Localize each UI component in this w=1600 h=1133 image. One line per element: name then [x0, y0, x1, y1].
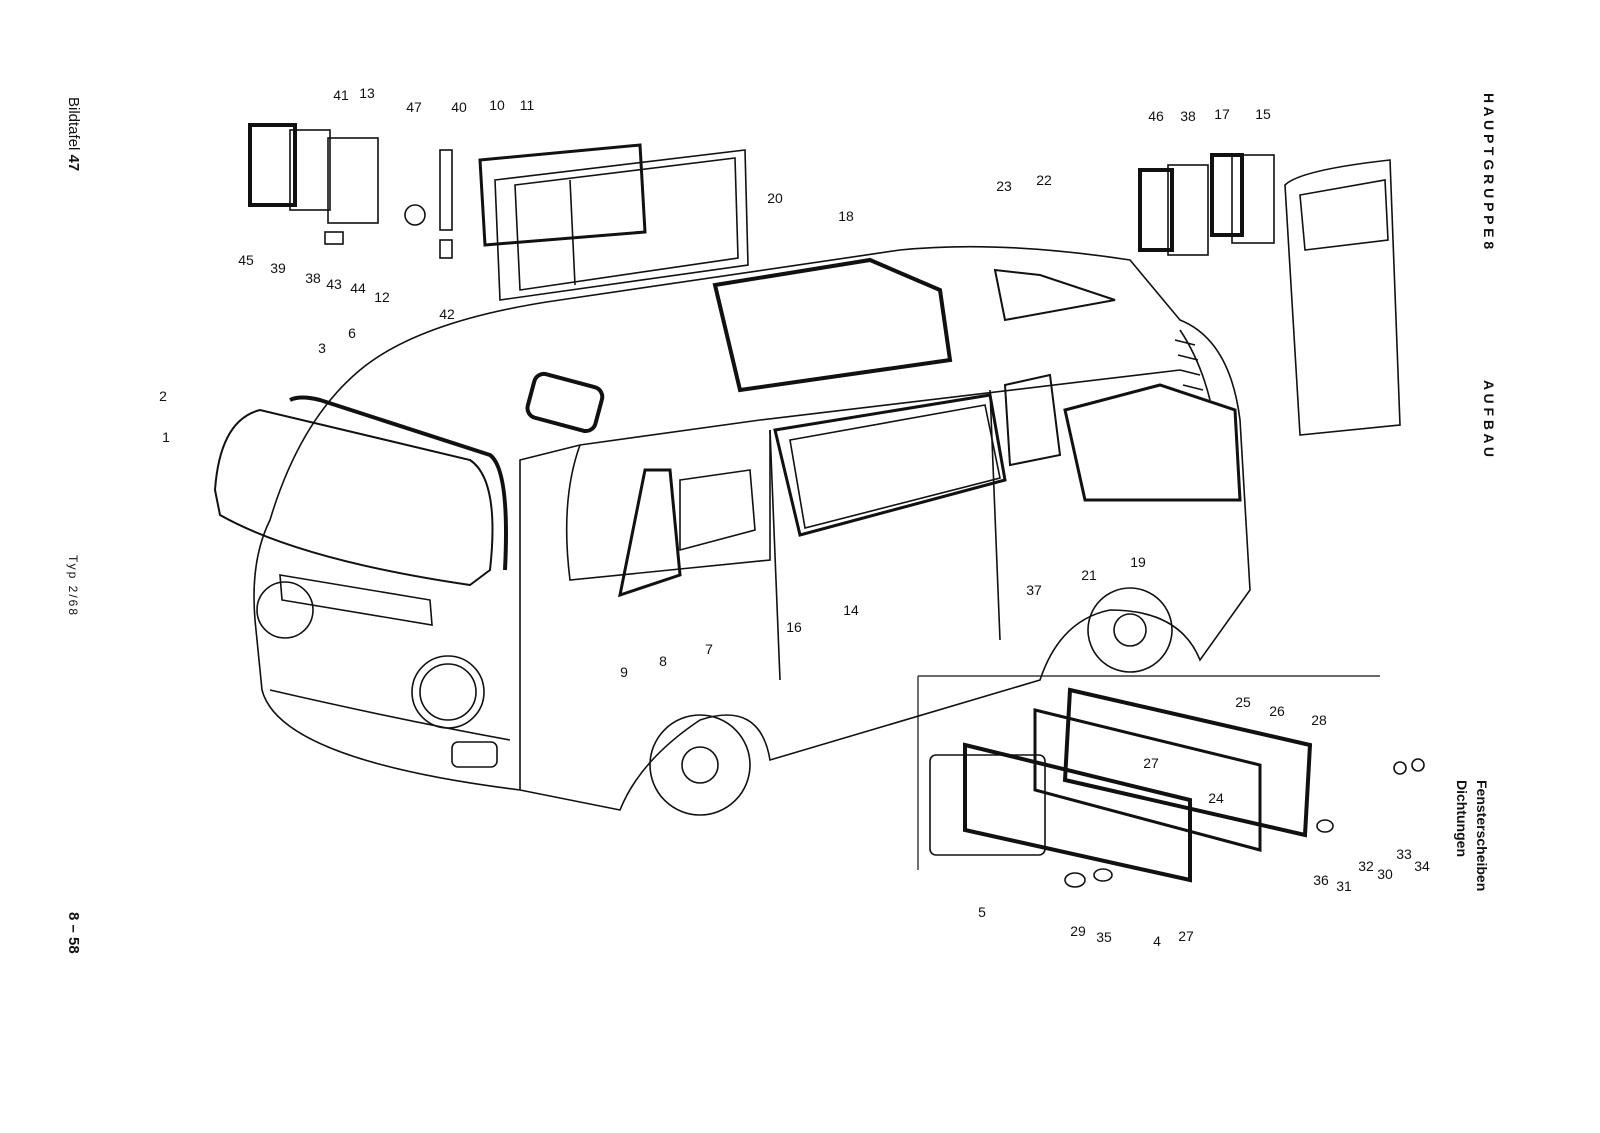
seal-46 [1138, 168, 1174, 252]
type-label: Typ 2/68 [66, 555, 80, 618]
callout-9: 9 [620, 664, 628, 681]
window-10-11 [478, 143, 647, 247]
callout-2: 2 [159, 388, 167, 405]
group-heading: H A U P T G R U P P E 8 [1481, 93, 1497, 250]
callout-19: 19 [1130, 554, 1146, 571]
windshield-1 [213, 395, 508, 587]
callout-39: 39 [270, 260, 286, 277]
glass-12 [327, 137, 379, 224]
callout-42: 42 [439, 306, 455, 323]
side-window-14 [773, 393, 1007, 537]
callout-27: 27 [1143, 755, 1159, 772]
callout-11: 11 [519, 97, 535, 114]
callout-24: 24 [1208, 790, 1224, 807]
callout-10: 10 [489, 97, 505, 114]
callout-26: 26 [1269, 703, 1285, 720]
callout-46: 46 [1148, 108, 1164, 125]
part-34 [1411, 758, 1425, 772]
frame-4 [963, 742, 1192, 883]
part-43 [324, 231, 344, 245]
door-frame [494, 149, 749, 301]
callout-31: 31 [1336, 878, 1352, 895]
glass-38 [1167, 164, 1209, 256]
callout-8: 8 [659, 653, 667, 670]
rear-door [1284, 159, 1401, 436]
callout-33: 33 [1396, 846, 1412, 863]
frame-39 [289, 129, 331, 211]
callout-14: 14 [843, 602, 859, 619]
callout-16: 16 [786, 619, 802, 636]
callout-43: 43 [326, 276, 342, 293]
sliding-glass-5 [929, 754, 1046, 856]
callout-38: 38 [1180, 108, 1196, 125]
plate-label-text: Bildtafel [65, 97, 82, 151]
part-47 [404, 204, 426, 226]
callout-28: 28 [1311, 712, 1327, 729]
section-title-1: Fensterscheiben [1474, 780, 1490, 892]
van-body-outline [253, 245, 1251, 816]
rear-side-window-19 [1063, 383, 1242, 502]
callout-1: 1 [162, 429, 170, 446]
callout-34: 34 [1414, 858, 1430, 875]
callout-20: 20 [767, 190, 783, 207]
callout-40: 40 [451, 99, 467, 116]
plate-label: Bildtafel 47 [65, 97, 82, 171]
callout-15: 15 [1255, 106, 1271, 123]
callout-22: 22 [1036, 172, 1052, 189]
seal-17 [1210, 153, 1244, 237]
seal-45 [248, 123, 297, 207]
plate-number: 47 [65, 154, 82, 172]
seal-28 [1062, 687, 1313, 838]
callout-44: 44 [350, 280, 366, 297]
callout-29: 29 [1070, 923, 1086, 940]
callout-3: 3 [318, 340, 326, 357]
part-35 [1093, 868, 1113, 882]
channel-24 [1033, 708, 1262, 852]
callout-4: 4 [1153, 933, 1161, 950]
callout-18: 18 [838, 208, 854, 225]
roof-window-3 [525, 371, 605, 434]
door-window-7 [679, 469, 756, 552]
callout-32: 32 [1358, 858, 1374, 875]
callout-25: 25 [1235, 694, 1251, 711]
section-title-2: Dichtungen [1454, 780, 1470, 857]
part-36 [1316, 819, 1334, 833]
glass-15 [1231, 154, 1275, 244]
roof-window-18 [712, 257, 953, 393]
part-29 [1064, 872, 1086, 888]
vent-window-8 [618, 468, 682, 598]
callout-17: 17 [1214, 106, 1230, 123]
callout-45: 45 [238, 252, 254, 269]
sliding-door-window-37 [1003, 373, 1062, 467]
callout-21: 21 [1081, 567, 1097, 584]
callout-38: 38 [305, 270, 321, 287]
callout-37: 37 [1026, 582, 1042, 599]
part-42 [439, 239, 453, 259]
callout-7: 7 [705, 641, 713, 658]
callout-47: 47 [406, 99, 422, 116]
callout-6: 6 [348, 325, 356, 342]
roof-window-22 [993, 268, 1116, 322]
part-33 [1393, 761, 1407, 775]
callout-23: 23 [996, 178, 1012, 195]
section-heading: A U F B A U [1481, 380, 1497, 457]
callout-13: 13 [359, 85, 375, 102]
callout-27: 27 [1178, 928, 1194, 945]
callout-35: 35 [1096, 929, 1112, 946]
callout-41: 41 [333, 87, 349, 104]
page-number: 8 – 58 [65, 912, 82, 954]
callout-5: 5 [978, 904, 986, 921]
callout-12: 12 [374, 289, 390, 306]
inset-border [917, 675, 1380, 870]
part-40 [439, 149, 453, 231]
callout-30: 30 [1377, 866, 1393, 883]
callout-36: 36 [1313, 872, 1329, 889]
